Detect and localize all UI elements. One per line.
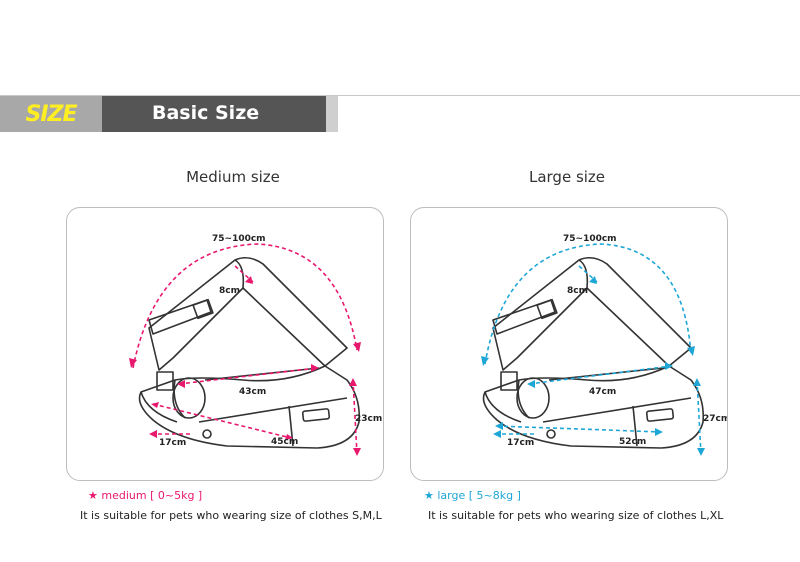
medium-panel-title: Medium size: [186, 168, 280, 186]
section-label: SIZE: [25, 101, 77, 127]
medium-range-label: medium [ 0~5kg ]: [101, 489, 203, 502]
large-size-panel: 75~100cm 8cm 47cm 52cm 27cm 17cm: [410, 207, 728, 481]
dimension-arrows: [484, 243, 702, 455]
page-title: Basic Size: [152, 102, 260, 124]
medium-size-panel: 75~100cm 8cm 43cm 45cm 23cm 17cm: [66, 207, 384, 481]
large-panel-title: Large size: [528, 168, 606, 186]
header-rule: [0, 95, 800, 96]
medium-description: It is suitable for pets who wearing size…: [80, 509, 382, 522]
large-range-label: large [ 5~8kg ]: [437, 489, 521, 502]
large-bag-diagram: 75~100cm 8cm 47cm 52cm 27cm 17cm: [481, 234, 727, 456]
strap-width-label: 8cm: [567, 286, 588, 296]
length-top-label: 47cm: [589, 387, 616, 397]
length-bottom-label: 52cm: [619, 437, 646, 447]
large-description: It is suitable for pets who wearing size…: [428, 509, 724, 522]
bag-outline: [138, 256, 361, 449]
depth-label: 17cm: [159, 438, 186, 448]
height-label: 27cm: [703, 414, 727, 424]
title-tab-shade: [326, 96, 338, 132]
length-bottom-label: 45cm: [271, 437, 298, 447]
section-tab: SIZE: [0, 96, 102, 132]
length-top-label: 43cm: [239, 387, 266, 397]
title-tab: Basic Size: [102, 96, 326, 132]
strap-width-label: 8cm: [219, 286, 240, 296]
medium-caption: ★ medium [ 0~5kg ]: [88, 489, 202, 502]
strap-length-label: 75~100cm: [212, 234, 266, 244]
large-caption: ★ large [ 5~8kg ]: [424, 489, 521, 502]
star-icon: ★: [424, 489, 434, 502]
bag-outline: [482, 256, 705, 449]
dimension-arrows: [132, 243, 358, 455]
arrow-heads: [481, 276, 705, 456]
medium-bag-diagram: 75~100cm 8cm 43cm 45cm 23cm 17cm: [129, 234, 382, 456]
star-icon: ★: [88, 489, 98, 502]
height-label: 23cm: [355, 414, 382, 424]
strap-length-label: 75~100cm: [563, 234, 617, 244]
depth-label: 17cm: [507, 438, 534, 448]
arrow-heads: [129, 276, 361, 456]
